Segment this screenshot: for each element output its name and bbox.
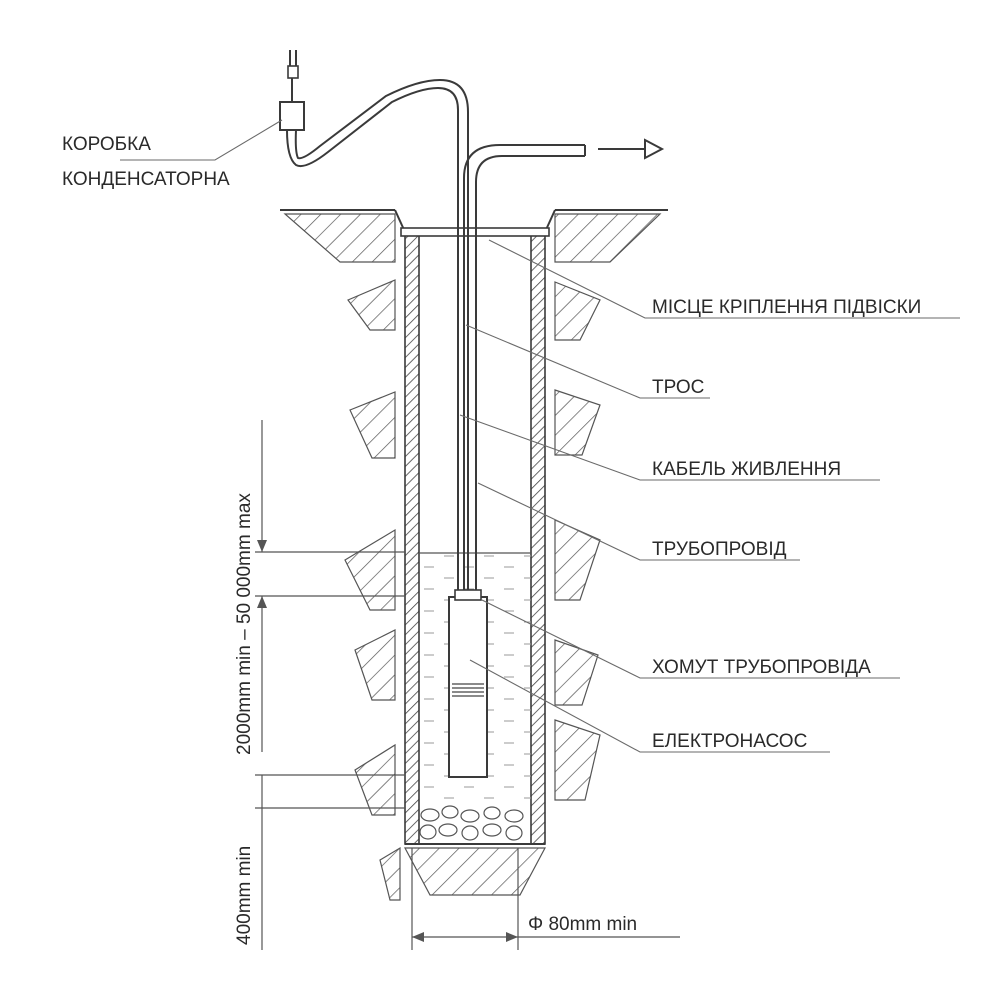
suspension-point-label: МІСЦЕ КРІПЛЕННЯ ПІДВІСКИ — [652, 297, 921, 318]
depth-range-dimension: 2000mm min – 50 000mm max — [234, 493, 255, 755]
dimension-lines — [255, 420, 680, 950]
leader-lines — [120, 119, 960, 753]
soil-hatching-bottom — [404, 847, 546, 896]
pipeline-label: ТРУБОПРОВІД — [652, 539, 787, 560]
pipeline — [463, 144, 586, 590]
plug-icon — [289, 50, 297, 66]
electric-pump-label: ЕЛЕКТРОНАСОС — [652, 731, 807, 752]
soil-hatching-right — [554, 213, 662, 801]
power-cable-and-rope — [286, 78, 469, 590]
power-cable-label: КАБЕЛЬ ЖИВЛЕННЯ — [652, 459, 841, 480]
pipe-clamp-label: ХОМУТ ТРУБОПРОВІДА — [652, 657, 871, 678]
rope-label: ТРОС — [652, 377, 704, 398]
diameter-dimension: Φ 80mm min — [528, 914, 637, 935]
capacitor-box-label-line2: КОНДЕНСАТОРНА — [62, 169, 230, 190]
arrow-right-icon — [598, 138, 665, 160]
bottom-clearance-dimension: 400mm min — [234, 846, 255, 945]
gravel-bed — [419, 805, 524, 841]
soil-hatching-left — [283, 213, 401, 901]
capacitor-box-label-line1: КОРОБКА — [62, 134, 151, 155]
capacitor-box — [279, 65, 305, 131]
electric-pump — [448, 589, 488, 778]
